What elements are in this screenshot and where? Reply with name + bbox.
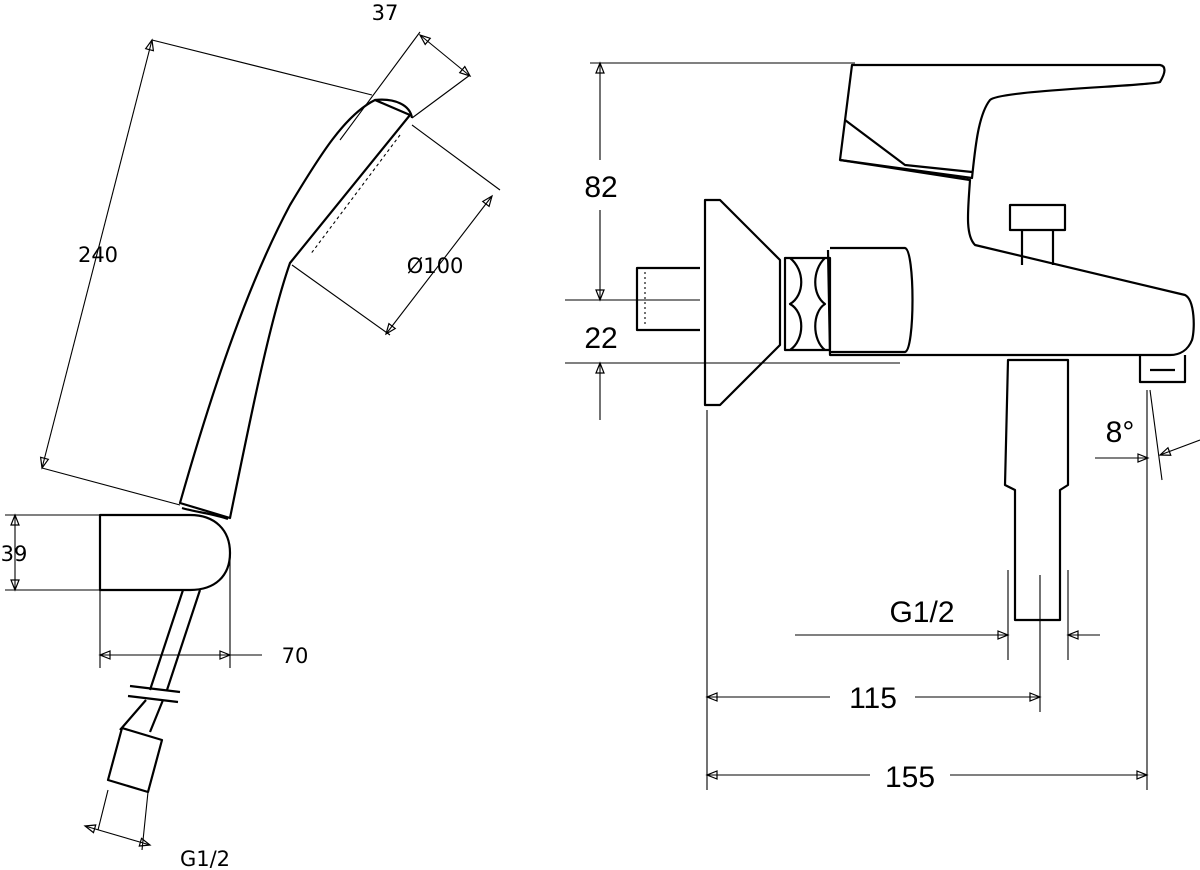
dim-155-label: 155 (885, 761, 935, 794)
holder-collar (181, 506, 229, 521)
dim-g12-hose-label: G1/2 (180, 847, 230, 870)
hex-nut (783, 256, 832, 352)
dim-d100-label: Ø100 (407, 254, 464, 278)
dim-g12-outlet-label: G1/2 (889, 596, 954, 629)
wall-plate (703, 198, 782, 407)
bath-mixer (635, 63, 1195, 622)
hose-nut (106, 726, 164, 794)
hose (119, 589, 202, 733)
diverter-knob (1008, 203, 1067, 265)
hose-break-mark (127, 684, 181, 704)
mixer-body (826, 158, 1195, 357)
mixer-dimensions: 82 22 G1/2 115 155 8° (565, 61, 1200, 794)
outlet-pipe (1003, 358, 1070, 622)
dim-line-240 (39, 38, 155, 470)
dim-70-label: 70 (282, 644, 309, 668)
mixer-lever-joint (844, 119, 973, 174)
shower-handle (178, 98, 412, 520)
dim-39-label: 39 (1, 542, 28, 566)
shower-nozzles (309, 134, 401, 256)
dim-82-label: 82 (584, 171, 617, 204)
dim-22-label: 22 (584, 322, 617, 355)
wall-holder (98, 513, 232, 592)
shower-head-face (374, 98, 414, 119)
dim-37-label: 37 (372, 1, 399, 25)
hand-shower-dimensions: 240 37 Ø100 39 70 G1/2 (1, 1, 501, 870)
threaded-nipple (635, 266, 700, 332)
mixer-lever (838, 63, 1166, 180)
spout-outlet (1138, 355, 1187, 384)
eccentric-connector (830, 246, 914, 354)
dim-line-g12-hose (83, 824, 152, 847)
hand-shower (98, 98, 414, 794)
dim-240-label: 240 (78, 243, 118, 267)
dim-115-label: 115 (849, 682, 897, 715)
dim-8deg-label: 8° (1106, 416, 1135, 449)
dim-line-d100 (385, 194, 493, 336)
dim-line-37 (418, 33, 472, 78)
